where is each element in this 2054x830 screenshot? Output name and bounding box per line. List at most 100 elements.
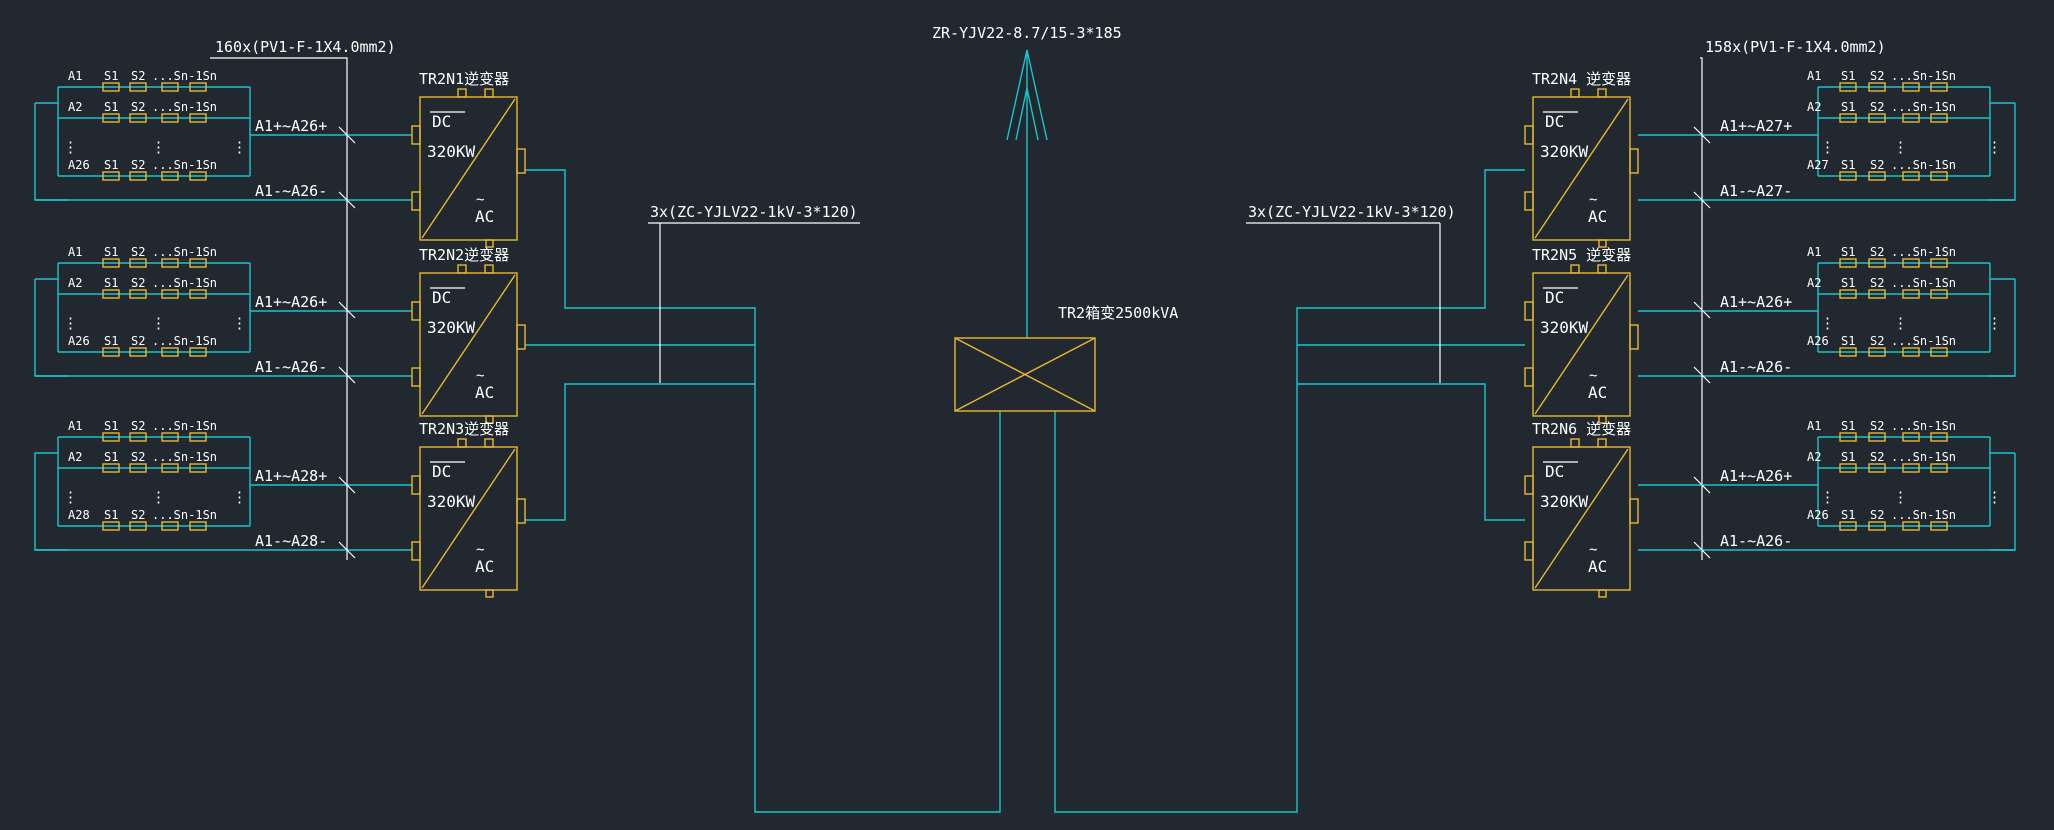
pv-string-label: A1 [1807, 245, 1821, 259]
inverter-ac-label: AC [475, 557, 494, 576]
module-s2-label: S2 [131, 419, 145, 433]
cable-tick [1693, 476, 1711, 494]
hv-arrow-inner [1015, 87, 1039, 141]
ellipsis-dots: ⋮ [63, 314, 78, 332]
module-sn-label: ...Sn-1Sn [1891, 245, 1956, 259]
module-s1-label: S1 [1841, 276, 1855, 290]
pv-module [1868, 347, 1886, 357]
wiring-layer [34, 49, 2016, 813]
pv-module [102, 171, 120, 181]
module-s2-label: S2 [131, 100, 145, 114]
module-sn-label: ...Sn-1Sn [1891, 276, 1956, 290]
dc-positive-terminal [1524, 301, 1534, 321]
ac-tilde: ~ [1589, 368, 1597, 384]
ellipsis-dots: ⋮ [232, 488, 247, 506]
module-s1-label: S1 [1841, 100, 1855, 114]
pv-module [161, 463, 179, 473]
ellipsis-dots: ⋮ [63, 488, 78, 506]
module-sn-label: ...Sn-1Sn [152, 100, 217, 114]
pv-module [129, 113, 147, 123]
pv-module [102, 258, 120, 268]
dc-negative-label: A1-~A26- [255, 358, 327, 376]
pv-module [189, 171, 207, 181]
module-s2-label: S2 [1870, 450, 1884, 464]
module-s1-label: S1 [104, 508, 118, 522]
inverter-power-label: 320KW [427, 142, 476, 161]
module-s1-label: S1 [1841, 508, 1855, 522]
left-pv-cable-label: 160x(PV1-F-1X4.0mm2) [215, 38, 396, 56]
hv-cable-label: ZR-YJV22-8.7/15-3*185 [932, 24, 1122, 42]
module-s2-label: S2 [1870, 419, 1884, 433]
ellipsis-dots: ⋮ [1893, 488, 1908, 506]
inverter-ac-label: AC [1588, 207, 1607, 226]
pv-module [189, 347, 207, 357]
inverter-ac-label: AC [475, 207, 494, 226]
inverter-diagonal [421, 98, 516, 239]
ellipsis-dots: ⋮ [232, 138, 247, 156]
module-s2-label: S2 [1870, 245, 1884, 259]
ellipsis-dots: ⋮ [1987, 314, 2002, 332]
transformer-box [954, 337, 1096, 412]
inverter-title: TR2N2逆变器 [419, 246, 509, 264]
bottom-terminal [485, 415, 494, 424]
pv-string-label: A2 [1807, 450, 1821, 464]
inverter-dc-label: DC [432, 112, 451, 131]
dc-positive-label: A1+~A27+ [1720, 117, 1792, 135]
bottom-terminal [1598, 415, 1607, 424]
module-sn-label: ...Sn-1Sn [152, 334, 217, 348]
module-s2-label: S2 [1870, 276, 1884, 290]
inverter-title: TR2N5 逆变器 [1532, 246, 1631, 264]
pv-module [161, 113, 179, 123]
inverter-ac-label: AC [475, 383, 494, 402]
dc-negative-terminal [1524, 367, 1534, 387]
inverter-dc-label: DC [432, 288, 451, 307]
pv-string-label: A2 [1807, 276, 1821, 290]
pv-string-label: A26 [1807, 508, 1829, 522]
cable-tick [1693, 301, 1711, 319]
pv-module [189, 82, 207, 92]
pv-module [129, 521, 147, 531]
inverter-diagonal [1534, 274, 1629, 415]
pv-string-label: A1 [68, 419, 82, 433]
bottom-terminal [1598, 239, 1607, 248]
ellipsis-dots: ⋮ [1820, 138, 1835, 156]
leader-lines-layer [210, 57, 1711, 560]
pv-string-label: A26 [68, 334, 90, 348]
ac-terminal [516, 148, 526, 174]
ellipsis-dots: ⋮ [1820, 314, 1835, 332]
dc-negative-label: A1-~A26- [1720, 358, 1792, 376]
top-terminal [484, 88, 494, 98]
cable-tick [338, 541, 356, 559]
module-s1-label: S1 [104, 158, 118, 172]
ac-terminal [516, 324, 526, 350]
dc-positive-label: A1+~A26+ [1720, 467, 1792, 485]
dc-positive-label: A1+~A26+ [255, 293, 327, 311]
left-ac-cable [525, 383, 755, 521]
pv-module [129, 432, 147, 442]
dc-negative-terminal [1524, 191, 1534, 211]
pv-string-label: A1 [1807, 419, 1821, 433]
cable-tick [1693, 366, 1711, 384]
dc-positive-label: A1+~A28+ [255, 467, 327, 485]
ellipsis-dots: ⋮ [151, 488, 166, 506]
cable-tick [1693, 541, 1711, 559]
dc-negative-label: A1-~A26- [255, 182, 327, 200]
pv-module [1902, 463, 1920, 473]
pv-string-label: A1 [1807, 69, 1821, 83]
module-s2-label: S2 [131, 158, 145, 172]
ac-terminal [1629, 324, 1639, 350]
module-s1-label: S1 [104, 100, 118, 114]
pv-module [102, 432, 120, 442]
pv-module [161, 171, 179, 181]
pv-module [1902, 113, 1920, 123]
module-s2-label: S2 [131, 450, 145, 464]
bottom-terminal [485, 589, 494, 598]
equipment-layer [102, 82, 1948, 598]
module-sn-label: ...Sn-1Sn [1891, 334, 1956, 348]
module-s1-label: S1 [1841, 334, 1855, 348]
cable-tick [338, 126, 356, 144]
inverter-power-label: 320KW [427, 318, 476, 337]
labels-layer: ZR-YJV22-8.7/15-3*185 TR2箱变2500kVA 3x(ZC… [63, 24, 2002, 576]
inverter-power-label: 320KW [1540, 492, 1589, 511]
pv-string-label: A27 [1807, 158, 1829, 172]
